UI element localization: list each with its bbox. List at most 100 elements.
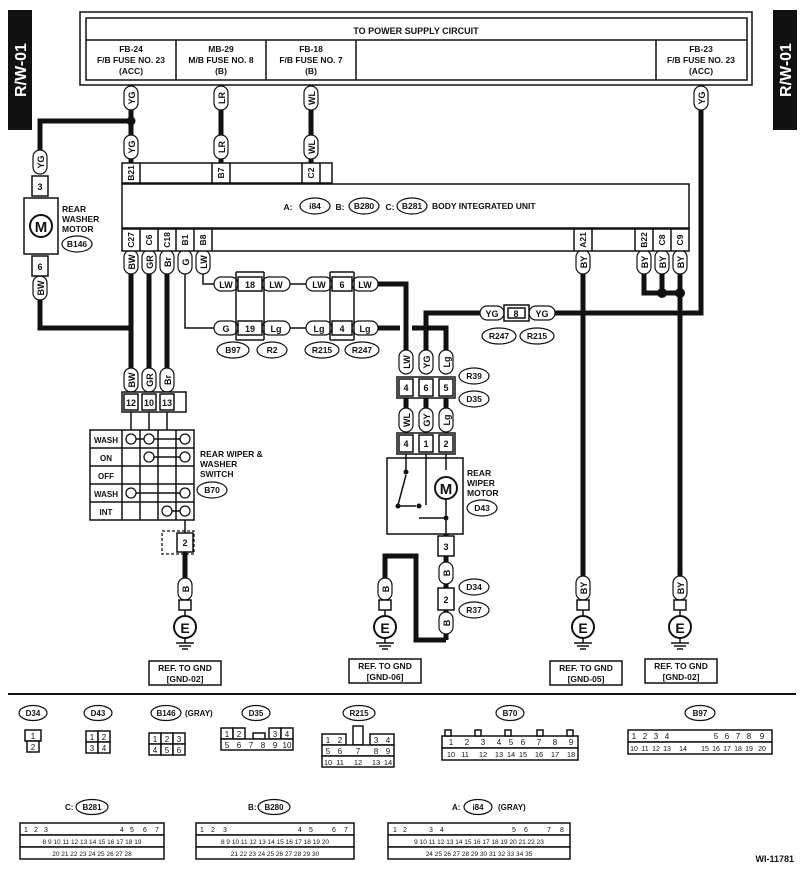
svg-text:1: 1 <box>393 827 397 834</box>
svg-text:12: 12 <box>652 746 660 753</box>
svg-text:BW: BW <box>127 254 137 269</box>
fuse-fb18: FB-18 F/B FUSE NO. 7 (B) <box>279 44 343 76</box>
svg-text:1: 1 <box>200 827 204 834</box>
wiper-motor-connector: D43 <box>474 503 490 513</box>
rear-wiper-washer-switch: 12 10 13 WASH ON OFF WASH INT <box>89 391 263 555</box>
svg-text:B281: B281 <box>82 803 102 812</box>
svg-text:10: 10 <box>447 750 455 759</box>
svg-text:(B): (B) <box>215 66 227 76</box>
svg-text:15: 15 <box>519 750 527 759</box>
svg-text:6: 6 <box>332 827 336 834</box>
svg-text:4: 4 <box>120 827 124 834</box>
biu-pin-b7: B7 <box>216 167 226 178</box>
svg-text:GR: GR <box>145 373 155 387</box>
label-d34: D34 <box>466 582 482 592</box>
svg-text:B:: B: <box>248 803 256 812</box>
svg-text:BY: BY <box>676 256 686 269</box>
svg-text:4: 4 <box>403 439 408 449</box>
svg-text:4: 4 <box>403 383 408 393</box>
switch-row-wash1: WASH <box>94 436 118 445</box>
svg-text:B280: B280 <box>264 803 284 812</box>
svg-text:3: 3 <box>273 730 278 739</box>
wire-label-wl-top: WL <box>303 85 319 111</box>
svg-text:13: 13 <box>663 746 671 753</box>
body-integrated-unit: B21 B7 C2 A: i84 B: B280 C: B281 BODY IN… <box>121 162 690 252</box>
wiper-motor-symbol: M <box>440 481 453 498</box>
svg-text:B146: B146 <box>156 709 176 718</box>
svg-text:17: 17 <box>723 746 731 753</box>
wire-label-yg-top: YG <box>123 85 139 111</box>
svg-text:13: 13 <box>495 750 503 759</box>
svg-text:4: 4 <box>102 744 107 753</box>
biu-pin-c27: C27 <box>126 232 136 248</box>
label-d35: D35 <box>466 394 482 404</box>
biu-pin-b22: B22 <box>639 232 649 248</box>
switch-row-on: ON <box>100 454 112 463</box>
svg-text:6: 6 <box>37 262 42 272</box>
svg-text:7: 7 <box>249 741 254 750</box>
svg-text:WL: WL <box>307 91 317 105</box>
wire-label-bw-washer: BW <box>32 275 48 301</box>
legend-d43: D43 1 2 3 4 <box>83 704 113 754</box>
svg-text:WIPER: WIPER <box>467 478 495 488</box>
svg-text:(GRAY): (GRAY) <box>185 709 213 718</box>
svg-text:6: 6 <box>177 746 182 755</box>
svg-text:6: 6 <box>143 827 147 834</box>
biu-pin-b21: B21 <box>126 165 136 181</box>
legend-b281: C: B281 1 2 3 4 5 6 7 8 9 10 11 12 13 14… <box>19 798 165 860</box>
switch-row-int: INT <box>100 508 113 517</box>
svg-text:15: 15 <box>701 746 709 753</box>
svg-text:9: 9 <box>760 732 765 741</box>
svg-text:G: G <box>181 258 191 265</box>
connector-r39-d35: 4 6 5 R39 D35 4 1 2 <box>396 367 490 455</box>
side-tab-left: R/W-01 <box>8 10 32 130</box>
connector-b97-r2: 18 19 <box>235 271 265 341</box>
svg-text:17: 17 <box>551 750 559 759</box>
svg-text:3: 3 <box>90 744 95 753</box>
wire-label-by-gnd05: BY <box>575 575 591 601</box>
svg-text:MOTOR: MOTOR <box>467 488 498 498</box>
svg-text:Lg: Lg <box>314 324 325 334</box>
svg-text:F/B FUSE NO. 23: F/B FUSE NO. 23 <box>97 55 165 65</box>
wire-label-b-sw-gnd: B <box>177 577 193 601</box>
svg-text:REF. TO GND: REF. TO GND <box>559 663 613 673</box>
svg-text:5: 5 <box>309 827 313 834</box>
svg-text:9: 9 <box>569 738 574 747</box>
svg-text:4: 4 <box>298 827 302 834</box>
svg-text:9: 9 <box>273 741 278 750</box>
svg-text:20 21 22 23 24 25 26 27: 20 21 22 23 24 25 26 27 28 <box>52 851 132 858</box>
svg-text:7: 7 <box>537 738 542 747</box>
svg-text:B: B <box>381 585 391 592</box>
wire-label-br-sw: Br <box>159 367 175 393</box>
svg-text:3: 3 <box>223 827 227 834</box>
svg-text:A:: A: <box>284 202 293 212</box>
washer-motor-symbol: M <box>35 219 48 236</box>
diagram-code: WI-11781 <box>755 854 794 864</box>
svg-text:9: 9 <box>386 747 391 756</box>
label-r247-b: R247 <box>489 331 510 341</box>
biu-pin-c18: C18 <box>162 232 172 248</box>
svg-text:B:: B: <box>336 202 345 212</box>
fuse-fb23: FB-23 F/B FUSE NO. 23 (ACC) <box>667 44 735 76</box>
ground-gnd05: E REF. TO GND [GND-05] <box>549 599 623 686</box>
svg-text:Lg: Lg <box>360 324 371 334</box>
legend-b280: B: B280 1 2 3 4 5 6 7 8 9 10 11 12 13 14… <box>195 798 355 860</box>
svg-text:12: 12 <box>479 750 487 759</box>
svg-text:11: 11 <box>461 750 469 759</box>
power-supply-title: TO POWER SUPPLY CIRCUIT <box>353 26 479 36</box>
svg-text:16: 16 <box>712 746 720 753</box>
svg-text:GY: GY <box>422 413 432 426</box>
wire-label-by-c9: BY <box>672 249 688 275</box>
svg-text:REAR: REAR <box>467 468 491 478</box>
svg-text:SWITCH: SWITCH <box>200 469 234 479</box>
svg-text:12: 12 <box>126 398 136 408</box>
wire-label-by-a21: BY <box>575 249 591 275</box>
junction-dots <box>126 116 685 298</box>
svg-text:B: B <box>442 569 452 576</box>
svg-text:5: 5 <box>443 383 448 393</box>
svg-text:YG: YG <box>697 91 707 104</box>
svg-text:LW: LW <box>219 280 233 290</box>
svg-text:LW: LW <box>199 255 209 269</box>
svg-text:3: 3 <box>177 735 182 744</box>
